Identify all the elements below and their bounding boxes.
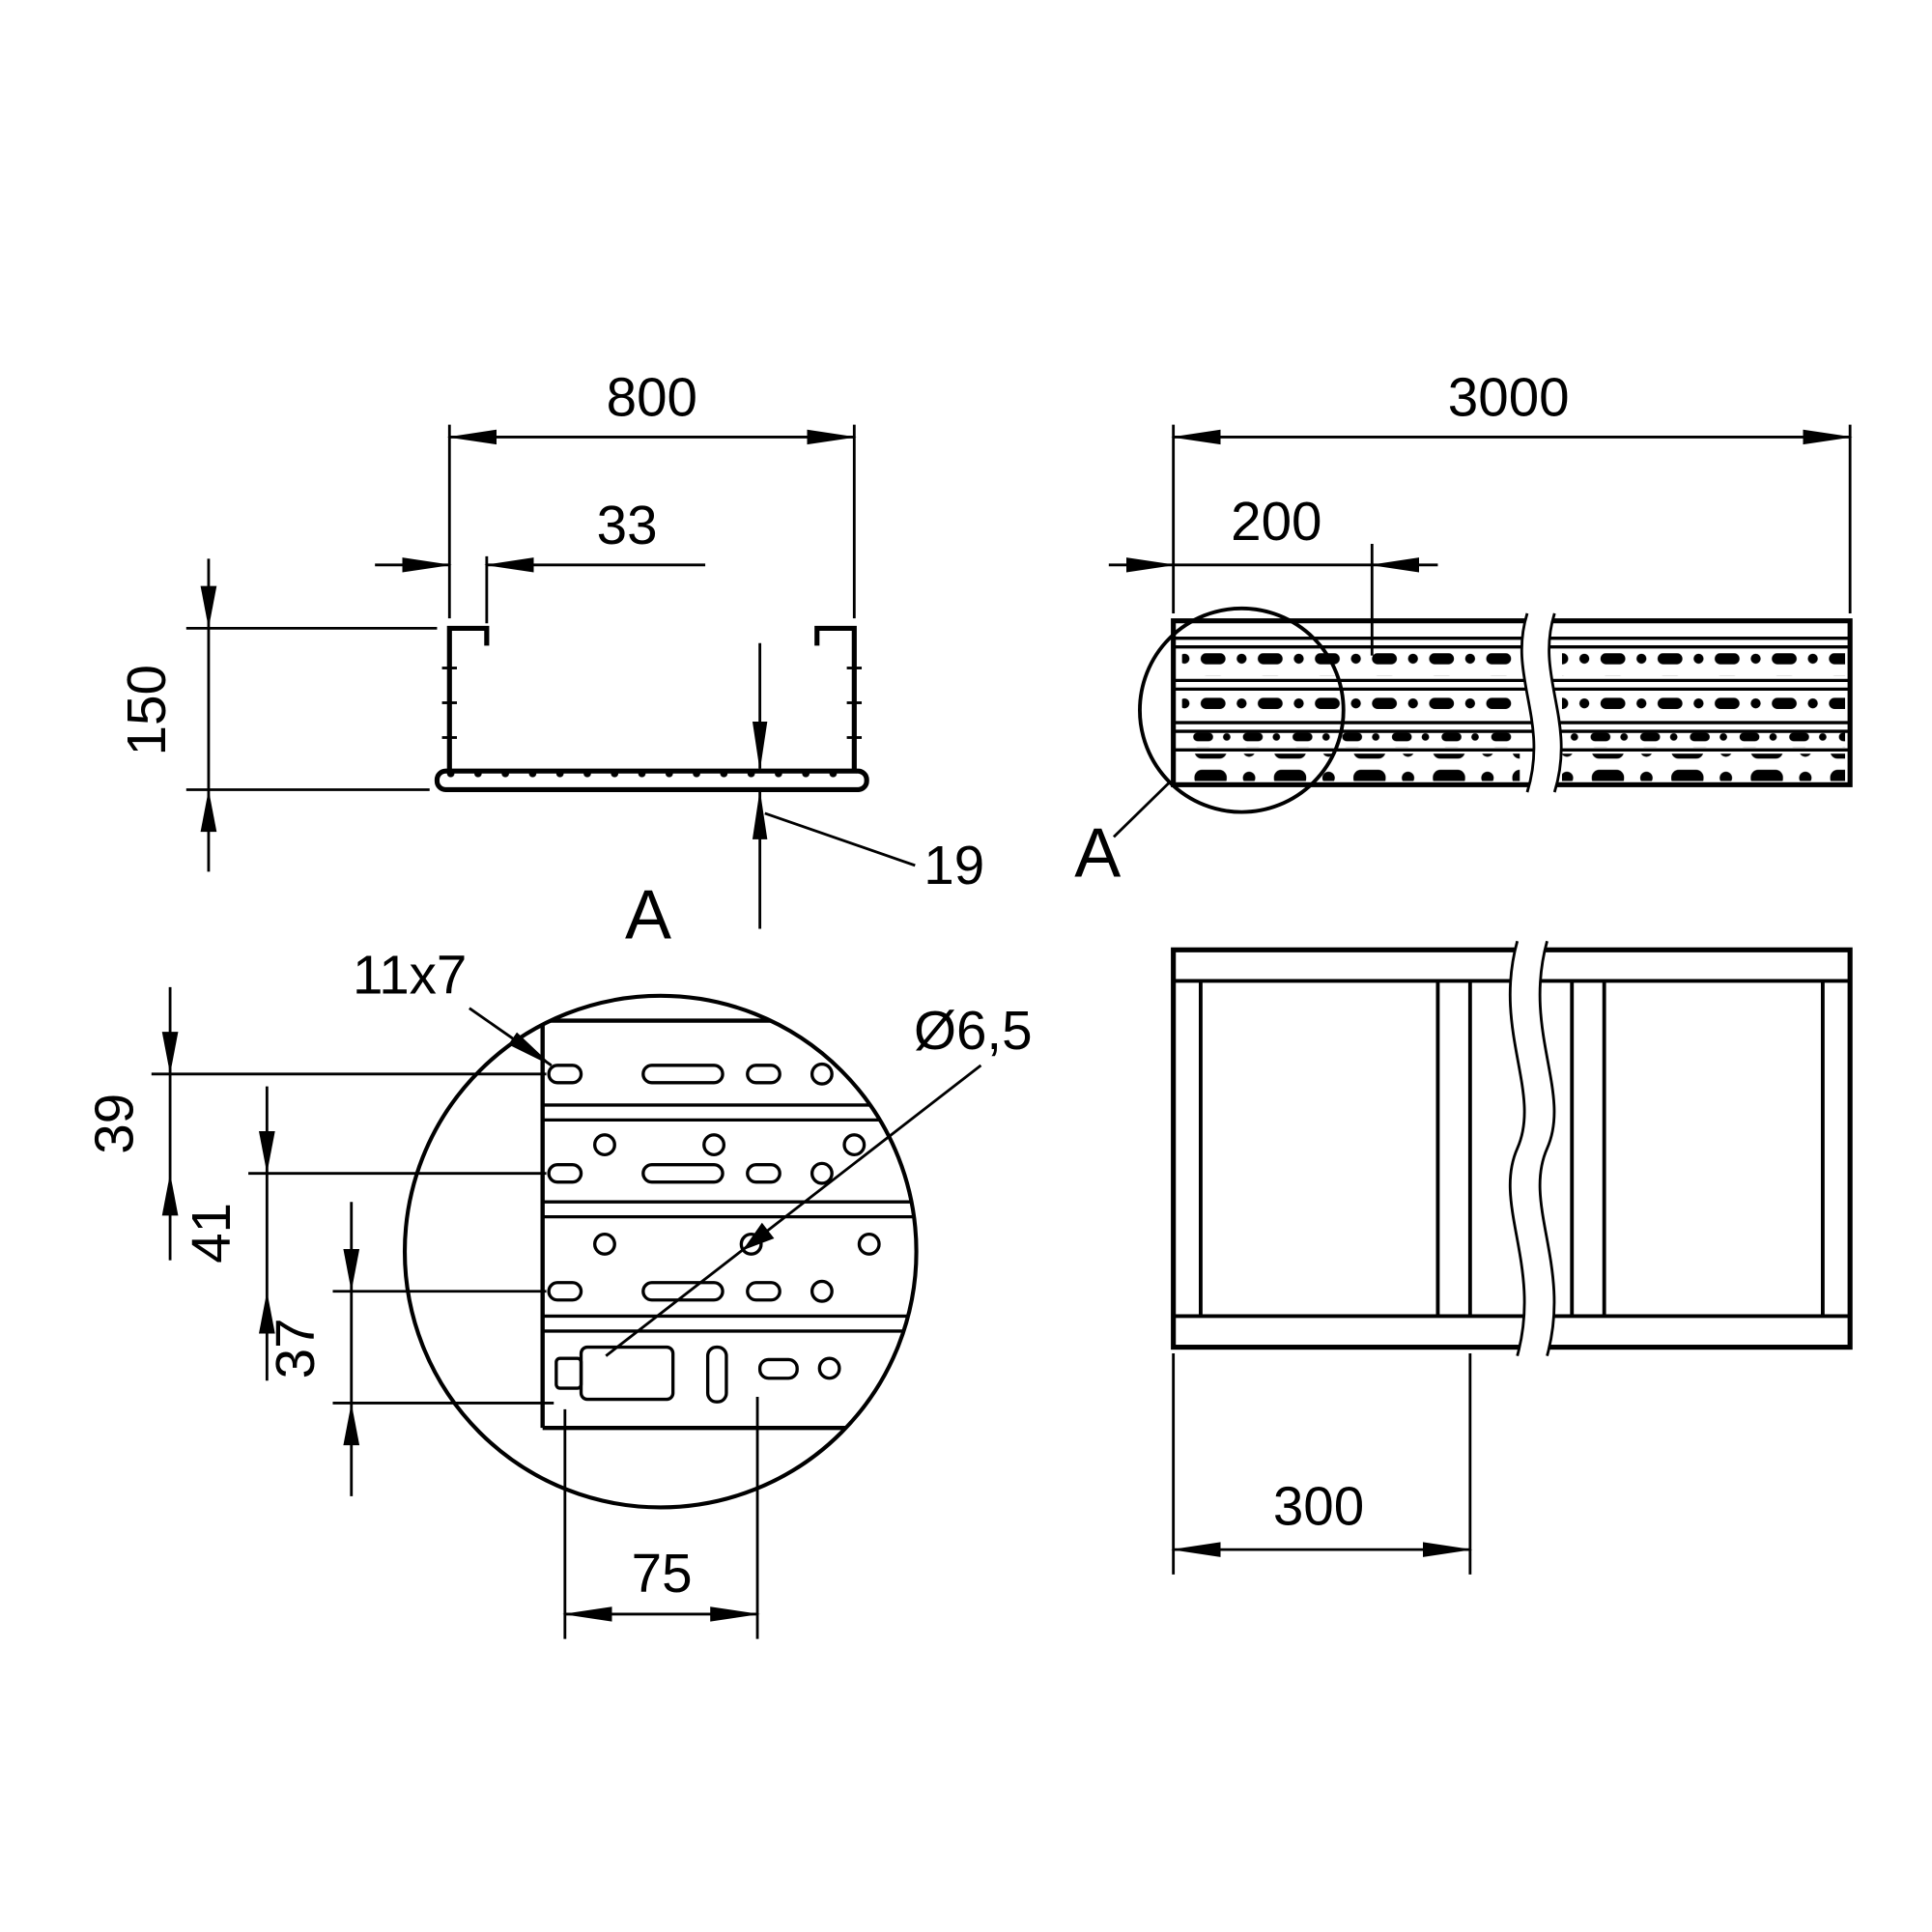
dim-length-3000: 3000 [1171,367,1853,613]
detail-panel [540,1018,917,1431]
cross-section-view: 800 33 150 19 [116,367,984,929]
tray-profile-outline [434,625,869,793]
dim-rung-spacing-label: 300 [1273,1475,1364,1536]
dim-thickness-label: 19 [923,835,984,895]
detail-hole-row-2 [593,1232,881,1256]
side-view: 3000 200 A [1074,367,1853,892]
detail-boundary-circle [402,993,919,1510]
detail-latch-row [554,1345,841,1404]
dim-height-150: 150 [116,558,438,872]
dim-thickness-19: 19 [752,642,984,929]
dim-width-label: 800 [607,367,697,428]
dim-row-pitch-39: 39 [84,986,547,1261]
detail-ref-label: A [1074,814,1121,892]
detail-callout-circle: A [1074,606,1346,892]
detail-slot-row-3 [547,1279,834,1303]
plan-rails-and-rungs [1173,979,1851,1319]
side-view-body [1171,612,1853,793]
dim-row-pitch-37: 37 [265,1202,554,1496]
dim-flange-label: 33 [597,495,658,555]
break-lines-plan-view [1508,940,1556,1356]
dim-slot-spacing-label: 75 [632,1543,693,1604]
wall-perforation-ticks [441,667,863,739]
dim-flange-33: 33 [375,495,706,624]
leader-hole-diameter: Ø6,5 [605,1000,1033,1357]
plan-view: 300 [1171,940,1853,1575]
dim-row-pitch-2-label: 41 [181,1203,242,1264]
detail-view-title: A [625,877,671,954]
plan-view-body [1171,940,1853,1356]
dim-rung-spacing-300: 300 [1171,1353,1473,1575]
dim-width-800: 800 [446,367,857,619]
dim-row-pitch-41: 41 [181,1086,547,1381]
detail-slot-row-1 [547,1062,834,1086]
dim-offset-label: 200 [1231,491,1321,552]
detail-slot-row-2 [547,1161,834,1185]
dim-row-pitch-3-label: 37 [265,1318,326,1378]
break-lines-side-view [1520,612,1563,793]
base-perforation-dots [444,771,857,790]
detail-fold-lines [542,1103,917,1333]
dim-height-label: 150 [116,665,177,755]
side-view-fold-lines [1173,636,1851,753]
dim-hole-diameter-label: Ø6,5 [914,1000,1033,1061]
dim-row-pitch-1-label: 39 [84,1094,145,1154]
dim-slot-spacing-75: 75 [562,1397,760,1639]
side-view-perforations [1181,653,1846,781]
detail-view-a: A [84,877,1033,1639]
dim-length-label: 3000 [1448,367,1570,428]
leader-slot-size: 11x7 [353,944,554,1067]
detail-hole-row-1 [593,1133,867,1157]
dim-slot-size-label: 11x7 [353,944,467,1005]
dim-offset-200: 200 [1108,491,1438,656]
